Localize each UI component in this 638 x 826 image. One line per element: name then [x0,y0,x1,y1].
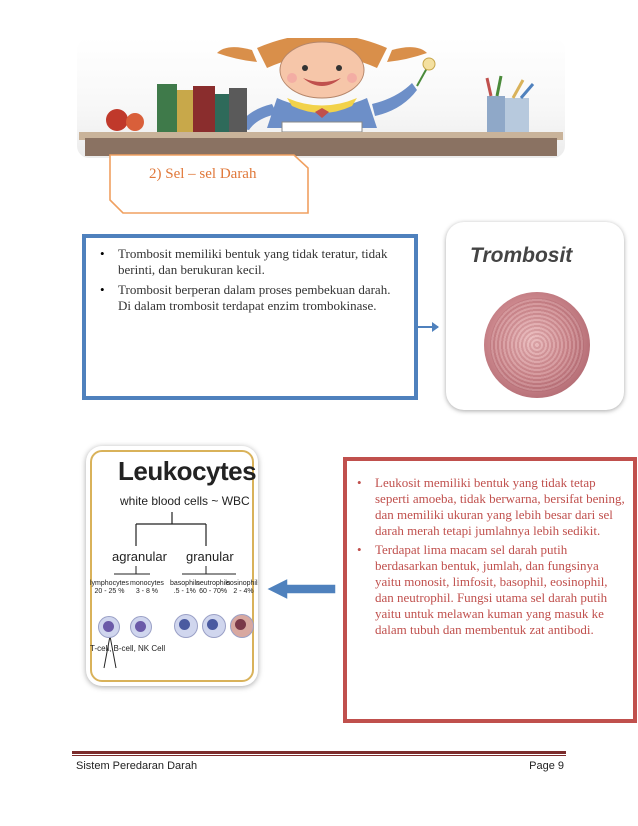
page-number: Page 9 [529,760,564,772]
arrow-right-icon [414,322,439,332]
leukocyte-image: Leukocytes white blood cells ~ WBC agran… [86,446,258,686]
monocyte-cell [130,616,152,638]
cell-label: basophils.5 - 1% [170,580,200,595]
footer-rule-thin [72,755,566,756]
granular-label: granular [186,549,234,564]
heading-frame [109,154,309,214]
platelet-point: Trombosit memiliki bentuk yang tidak ter… [98,246,400,278]
leukocyte-point: Leukosit memiliki bentuk yang tidak teta… [355,475,627,539]
lymphocyte-types-note: T-cell, B-cell, NK Cell [90,644,166,653]
leukocyte-text-box: Leukosit memiliki bentuk yang tidak teta… [343,457,637,723]
classification-tree [103,512,236,669]
leukocyte-image-title: Leukocytes [118,456,257,486]
platelet-list: Trombosit memiliki bentuk yang tidak ter… [98,246,400,318]
section-heading-box: 2) Sel – sel Darah [109,154,309,214]
section-heading: 2) Sel – sel Darah [149,166,257,182]
basophil-cell [174,614,198,638]
platelet-point: Trombosit berperan dalam proses pembekua… [98,282,400,314]
platelet-text-box: Trombosit memiliki bentuk yang tidak ter… [82,234,418,400]
lymphocyte-cell [98,616,120,638]
eosinophil-cell [230,614,254,638]
image-frame [90,450,254,682]
neutrophil-cell [202,614,226,638]
leukocyte-image-subtitle: white blood cells ~ WBC [120,494,250,508]
platelet-cell-illustration [484,292,590,398]
platelet-image-title: Trombosit [470,244,573,267]
teacher-books-illustration [79,38,563,156]
leukocyte-point: Terdapat lima macam sel darah putih berd… [355,542,627,638]
agranular-label: agranular [112,549,167,564]
arrow-left-icon [264,576,337,602]
leukocyte-list: Leukosit memiliki bentuk yang tidak teta… [355,475,627,641]
header-banner-illustration [77,38,565,158]
footer-rule [72,751,566,754]
footer-title: Sistem Peredaran Darah [76,760,198,772]
platelet-image: Trombosit [446,222,624,410]
